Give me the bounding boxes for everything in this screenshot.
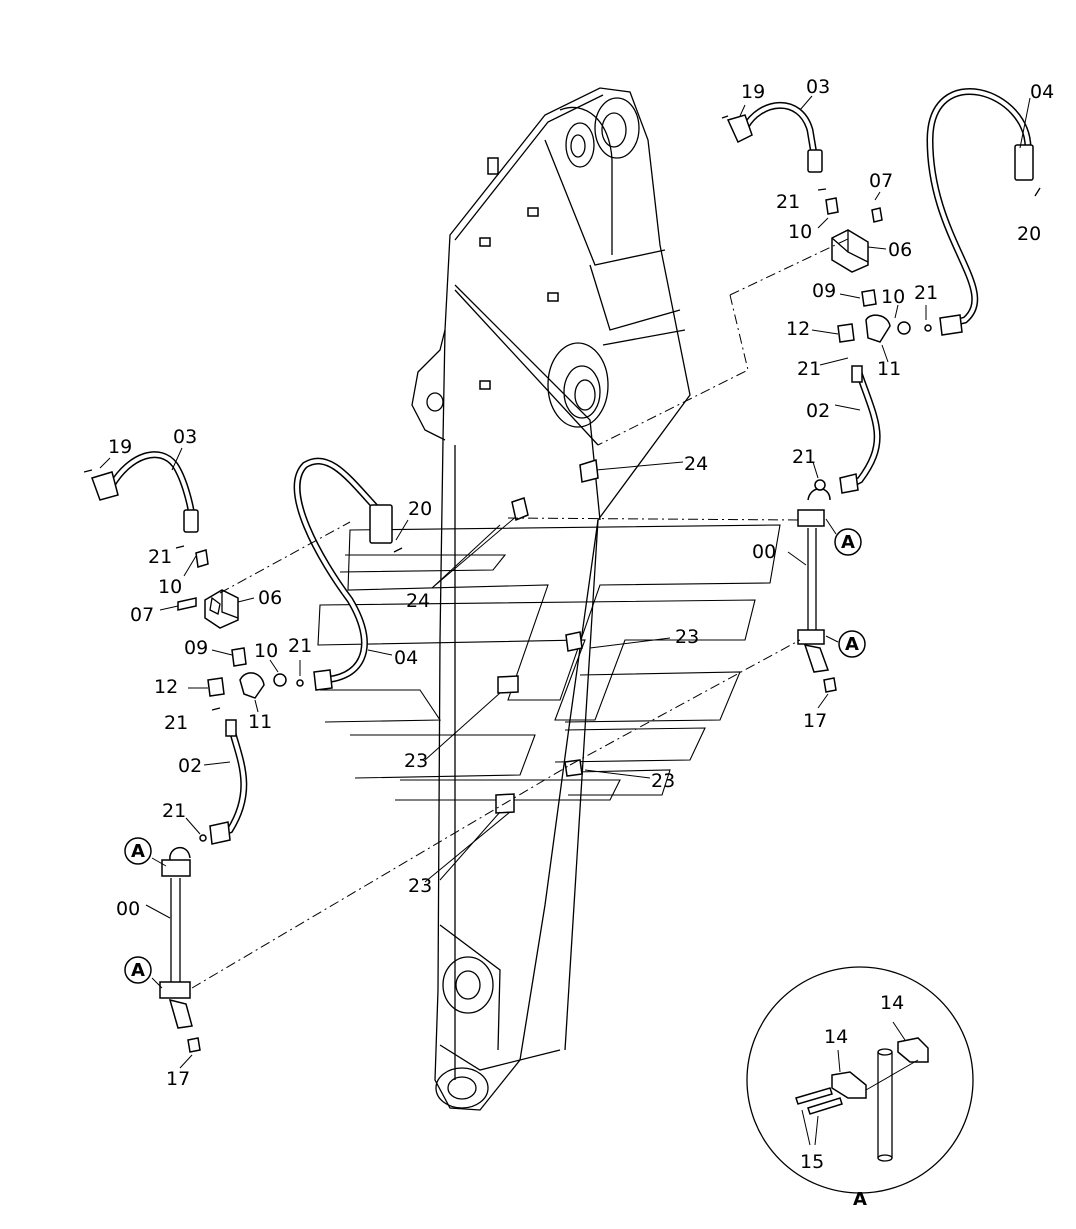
callout-a-3: A (131, 841, 145, 862)
left-small-fittings (175, 545, 403, 842)
label-21-right-c: 21 (797, 358, 821, 380)
boom-structure (411, 87, 691, 1111)
label-24-left: 24 (406, 590, 430, 612)
label-11-right: 11 (877, 358, 901, 380)
label-23-d: 23 (408, 875, 432, 897)
label-06-right: 06 (888, 239, 912, 261)
left-pipe-assembly-00 (159, 847, 201, 1053)
label-15-detail: 15 (800, 1151, 824, 1173)
label-10-left-a: 10 (158, 576, 182, 598)
label-07-left: 07 (130, 604, 154, 626)
label-12-right: 12 (786, 318, 810, 340)
label-21-right-d: 21 (792, 446, 816, 468)
callout-a-1: A (841, 532, 855, 553)
label-02-right: 02 (806, 400, 830, 422)
left-hose-03 (83, 451, 199, 533)
label-10-right-b: 10 (881, 286, 905, 308)
label-00-left: 00 (116, 898, 140, 920)
label-10-left-b: 10 (254, 640, 278, 662)
label-21-left-d: 21 (162, 800, 186, 822)
label-09-right: 09 (812, 280, 836, 302)
label-21-right-a: 21 (776, 191, 800, 213)
label-19-right: 19 (741, 81, 765, 103)
label-21-left-b: 21 (288, 635, 312, 657)
label-23-b: 23 (404, 750, 428, 772)
label-21-left-c: 21 (164, 712, 188, 734)
callout-a-2: A (845, 634, 859, 655)
right-leader-lines (595, 95, 1031, 709)
label-10-right-a: 10 (788, 221, 812, 243)
label-12-left: 12 (154, 676, 178, 698)
callout-a-4: A (131, 960, 145, 981)
label-03-right: 03 (806, 76, 830, 98)
label-04-right: 04 (1030, 81, 1054, 103)
right-valve-block-06 (831, 229, 869, 273)
label-21-left-a: 21 (148, 546, 172, 568)
label-03-left: 03 (173, 426, 197, 448)
assembly-route-lines (191, 237, 851, 989)
left-hose-04 (293, 457, 393, 691)
right-hose-04 (926, 87, 1034, 336)
clamps (424, 459, 671, 883)
label-14-detail-a: 14 (880, 992, 904, 1014)
label-23-c: 23 (651, 770, 675, 792)
right-pipe-assembly-00 (797, 479, 837, 693)
label-20-left: 20 (408, 498, 432, 520)
left-leader-lines (99, 447, 519, 1069)
callout-markers: A A A A A (124, 528, 867, 1210)
label-11-left: 11 (248, 711, 272, 733)
label-20-right: 20 (1017, 223, 1041, 245)
right-small-fittings (721, 115, 1041, 343)
part-number-labels: 19 03 04 07 21 10 06 09 10 21 20 12 11 2… (108, 76, 1054, 1173)
label-19-left: 19 (108, 436, 132, 458)
label-00-right: 00 (752, 541, 776, 563)
label-17-right: 17 (803, 710, 827, 732)
label-21-right-b: 21 (914, 282, 938, 304)
label-06-left: 06 (258, 587, 282, 609)
right-hose-02 (839, 365, 881, 494)
label-14-detail-b: 14 (824, 1026, 848, 1048)
label-09-left: 09 (184, 637, 208, 659)
label-24-right: 24 (684, 453, 708, 475)
detail-a-caption: A (853, 1189, 867, 1210)
detail-a-view (746, 966, 974, 1194)
left-valve-block-06 (204, 589, 239, 629)
label-17-left: 17 (166, 1068, 190, 1090)
left-hose-02 (209, 719, 248, 845)
label-02-left: 02 (178, 755, 202, 777)
label-07-right: 07 (869, 170, 893, 192)
label-04-left: 04 (394, 647, 418, 669)
background-logo-outline (317, 524, 781, 801)
label-23-a: 23 (675, 626, 699, 648)
right-hose-03 (726, 101, 823, 173)
